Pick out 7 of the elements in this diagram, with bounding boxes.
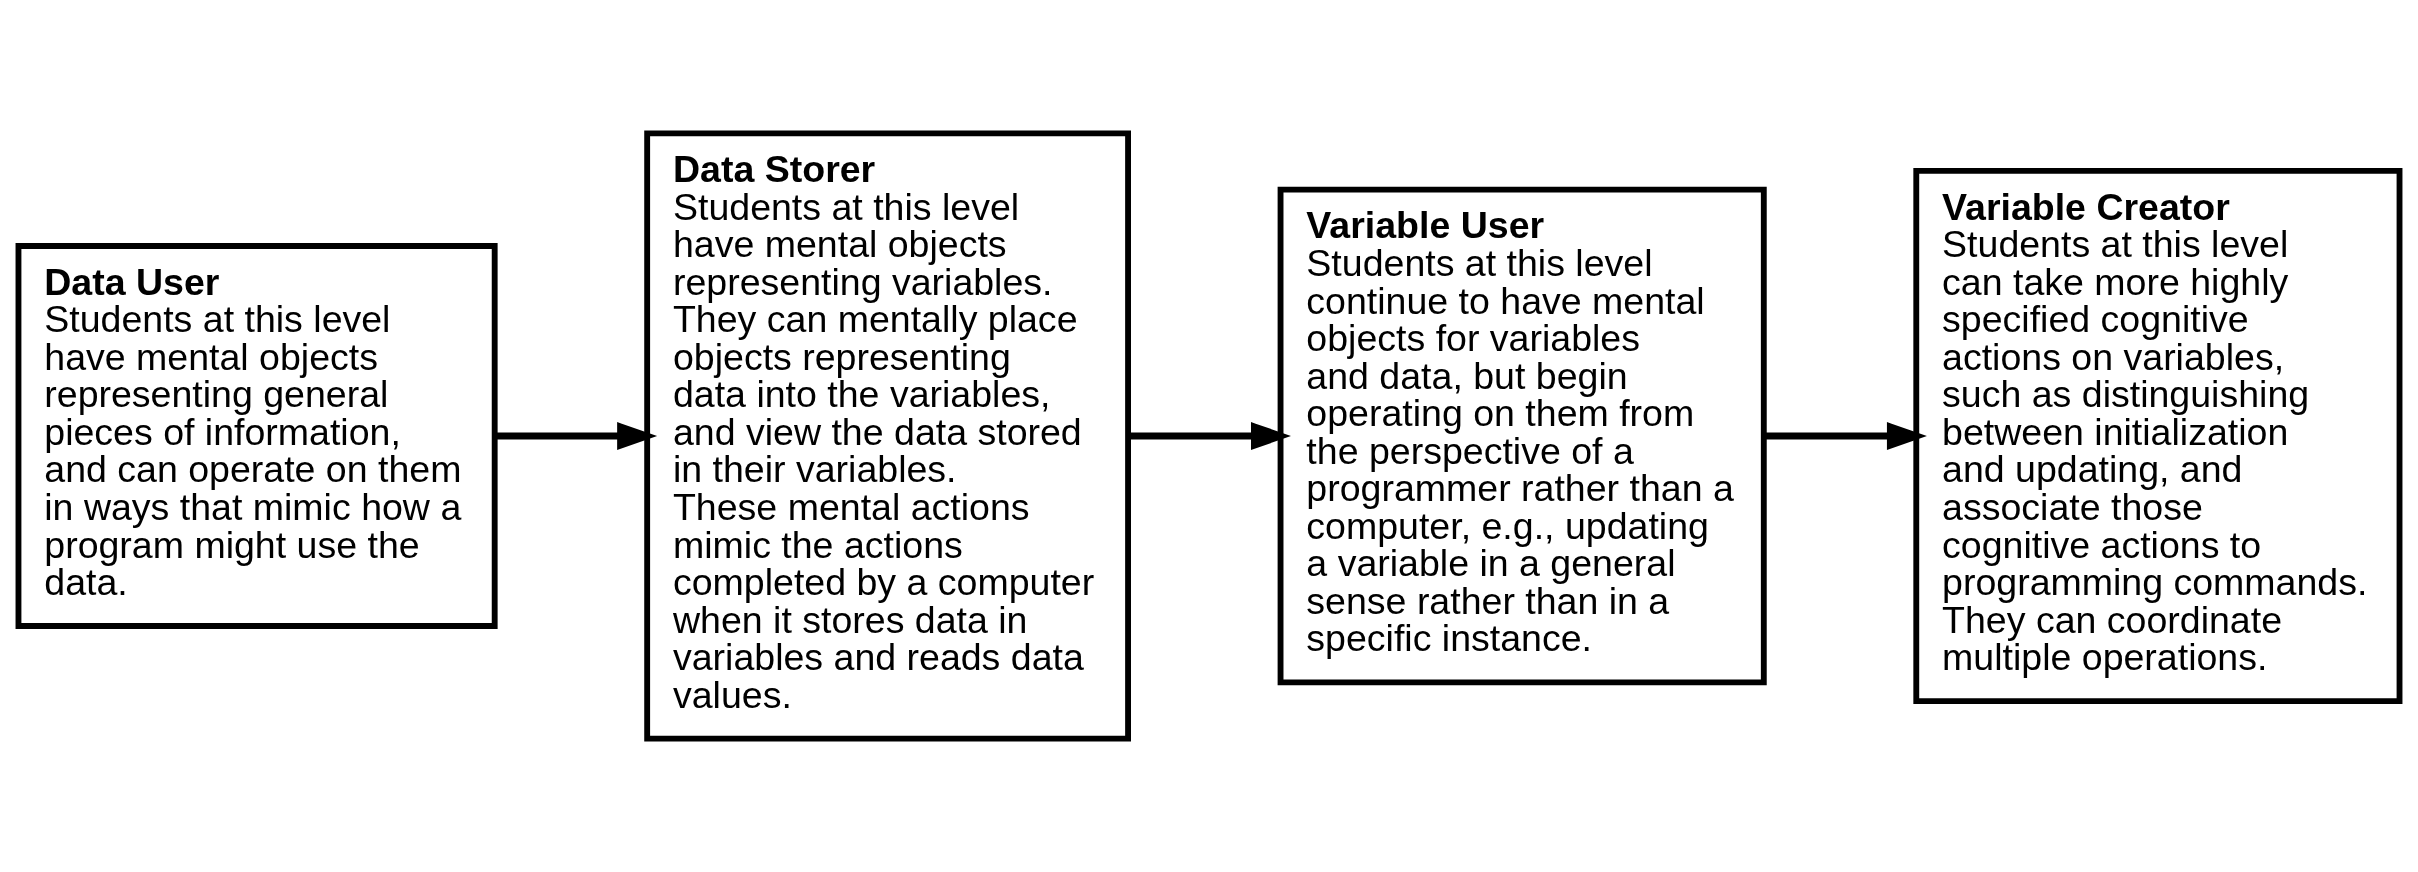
arrow [1764, 422, 1927, 450]
node-box: Variable User Students at this level continue to have mental objects for variables and data, but begin operating on them from the perspective of a programmer rather than a computer, e.g., updating a variable in a general sense rather than in a specific instance. [1277, 186, 1767, 686]
node-box: Variable Creator Students at this level can take more highly specified cognitive actions on variables, such as distinguishing between initialization and updating, and associate those cognitive actions to programming commands. They can coordinate multiple operations. [1913, 168, 2403, 704]
node-box: Data Storer Students at this level have mental objects representing variables. They can mentally place objects representing data into the variables, and view the data stored in their variables. These mental actions mimic the actions completed by a computer when it stores data in variables and reads data values. [644, 130, 1131, 742]
node-box: Data User Students at this level have mental objects representing general pieces of information, and can operate on them in ways that mimic how a program might use the data. [15, 243, 498, 629]
arrow [494, 422, 658, 450]
arrow [1128, 422, 1291, 450]
